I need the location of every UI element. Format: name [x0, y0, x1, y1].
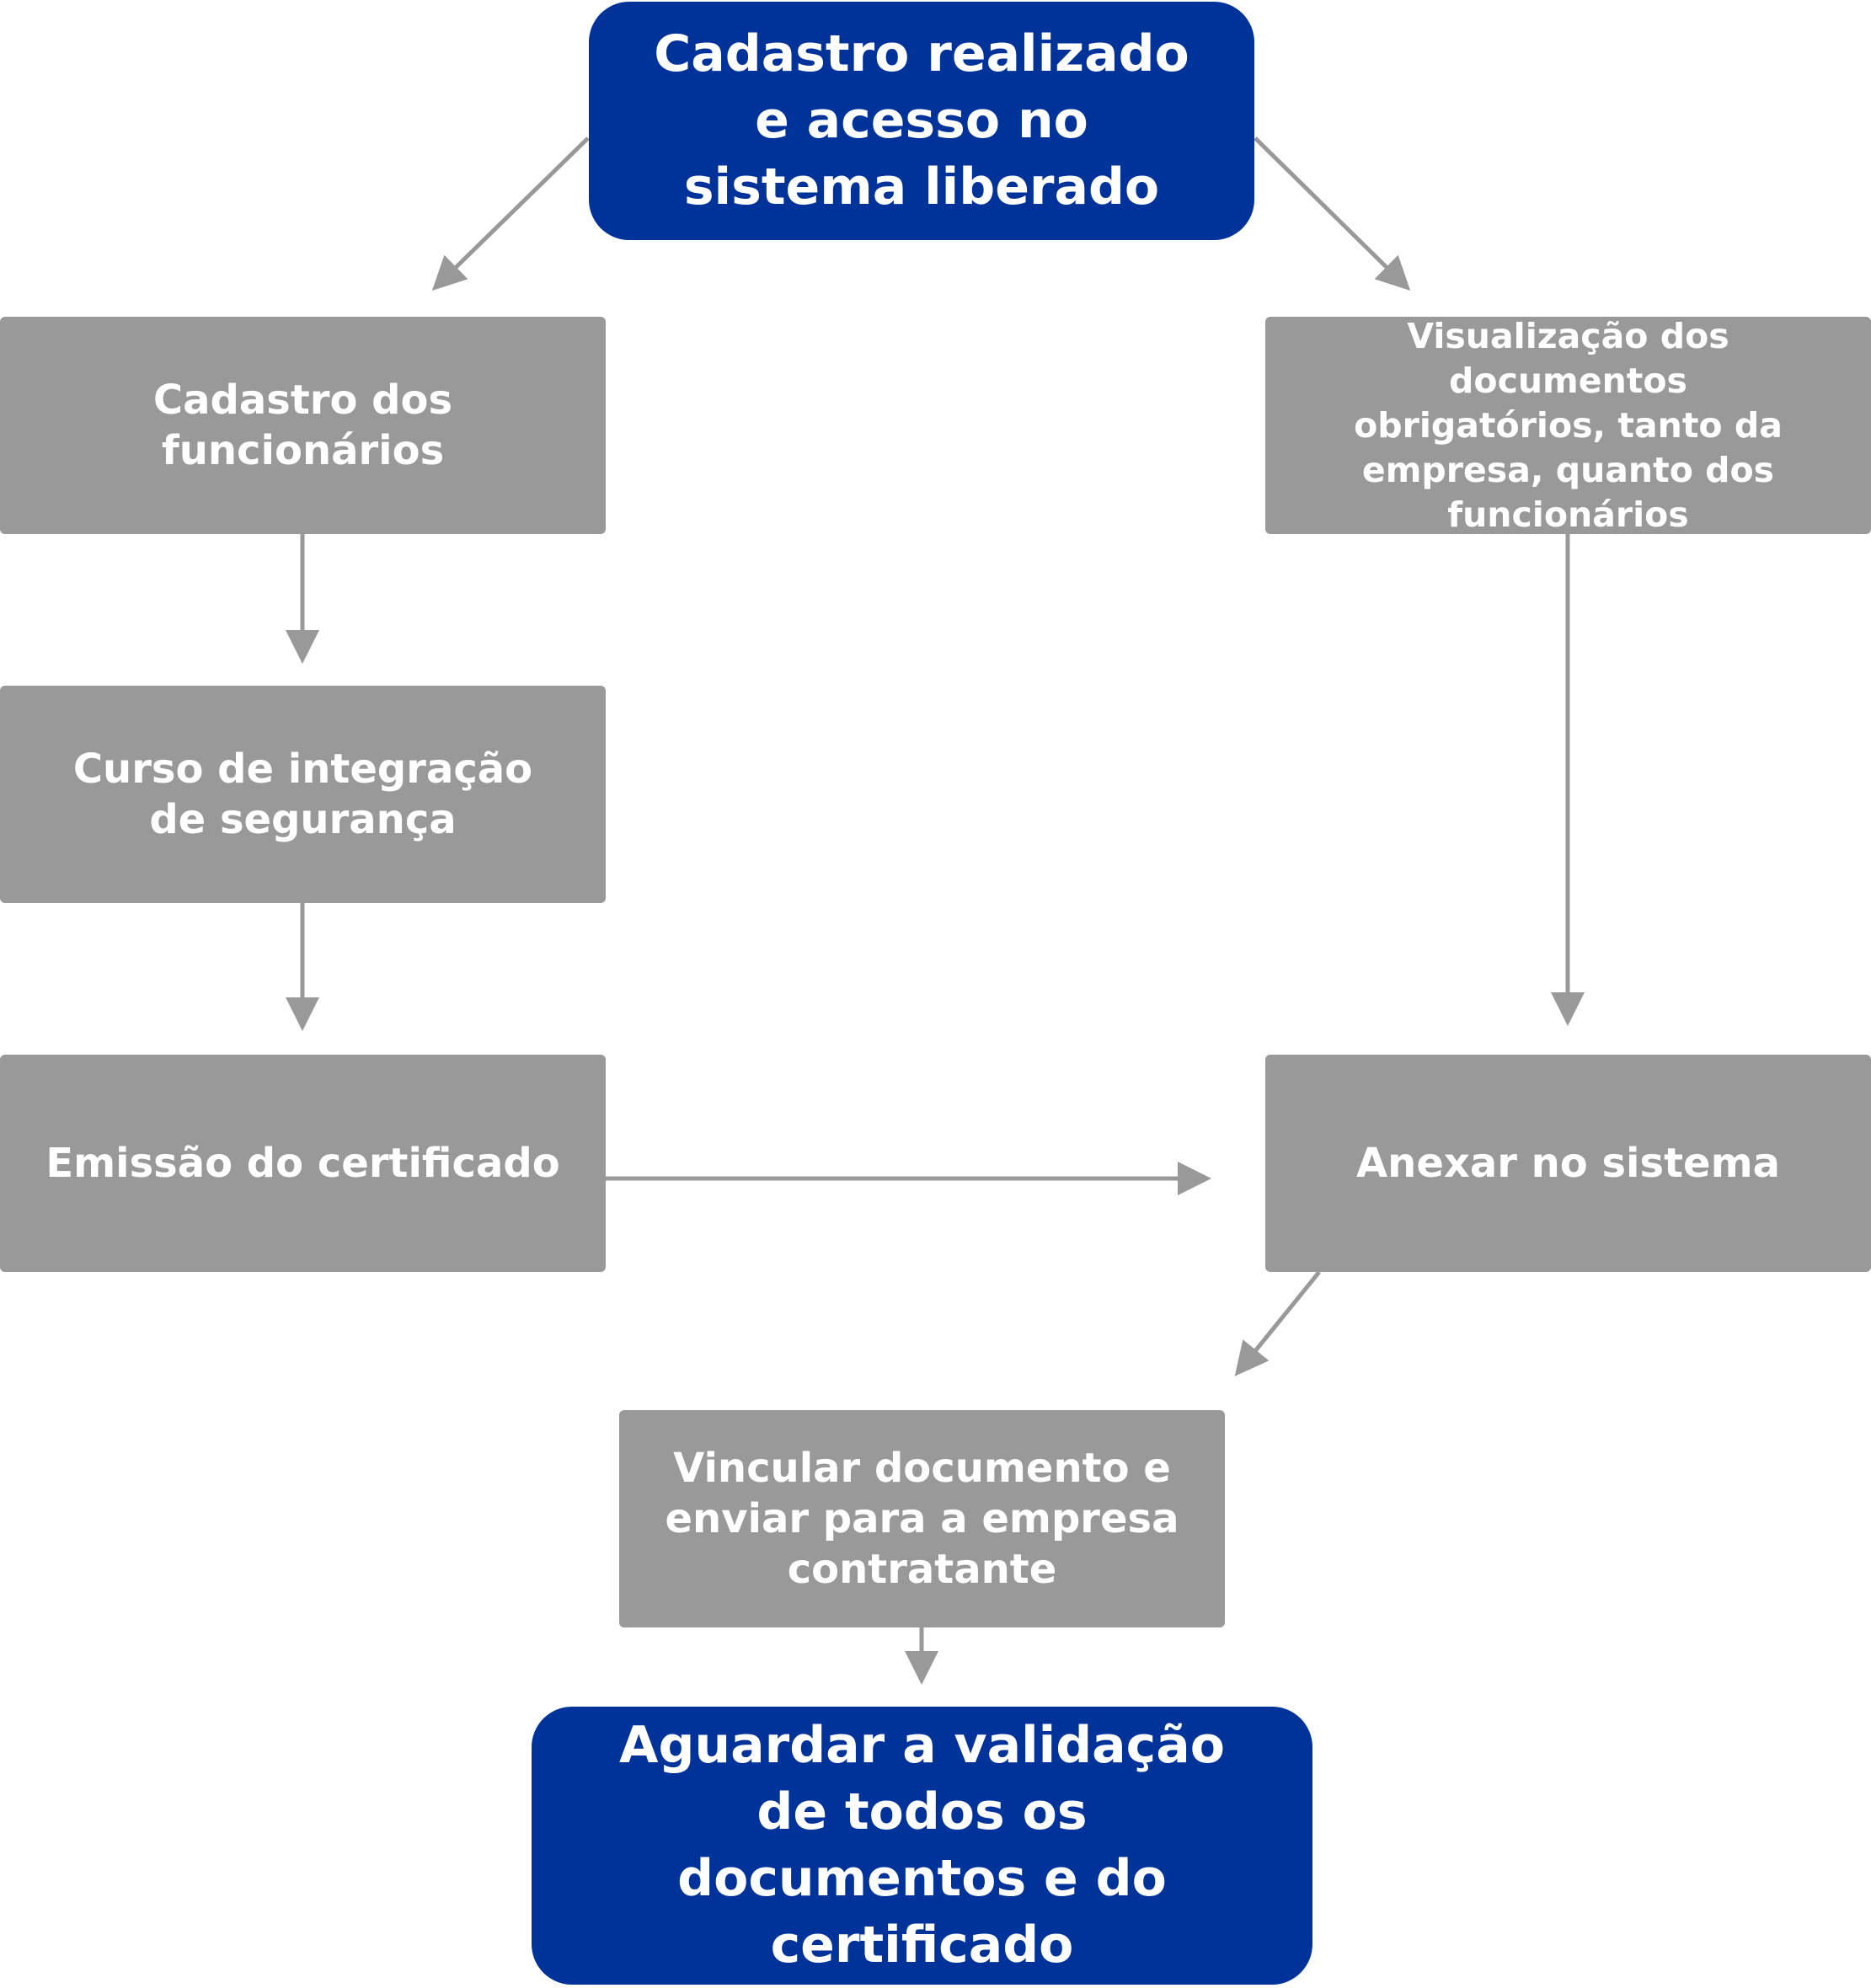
node-curso-integracao: Curso de integração de segurança: [0, 686, 606, 903]
node-visualizacao-documentos: Visualização dos documentos obrigatórios…: [1265, 315, 1871, 535]
node-emissao-certificado: Emissão do certificado: [0, 1055, 606, 1272]
node-vincular-documento: Vincular documento e enviar para a empre…: [619, 1410, 1225, 1627]
node-visualizacao-documentos-label: Visualização dos documentos obrigatórios…: [1354, 315, 1783, 535]
arrow-start-to-cadastro: [431, 136, 590, 291]
arrow-start-to-visualizacao: [1254, 136, 1411, 291]
node-emissao-certificado-label: Emissão do certificado: [45, 1140, 560, 1187]
node-start-label: Cadastro realizado e acesso no sistema l…: [654, 24, 1189, 216]
node-aguardar-validacao-label: Aguardar a validação de todos os documen…: [619, 1716, 1225, 1975]
node-anexar-sistema-label: Anexar no sistema: [1356, 1140, 1780, 1187]
node-cadastro-funcionarios-label: Cadastro dos funcionários: [152, 377, 453, 474]
node-aguardar-validacao: Aguardar a validação de todos os documen…: [532, 1707, 1312, 1985]
node-anexar-sistema: Anexar no sistema: [1265, 1055, 1871, 1272]
node-start: Cadastro realizado e acesso no sistema l…: [589, 2, 1254, 240]
node-cadastro-funcionarios: Cadastro dos funcionários: [0, 317, 606, 534]
arrow-anexar-to-vincular: [1234, 1270, 1321, 1376]
node-vincular-documento-label: Vincular documento e enviar para a empre…: [665, 1445, 1179, 1593]
node-curso-integracao-label: Curso de integração de segurança: [72, 746, 533, 843]
